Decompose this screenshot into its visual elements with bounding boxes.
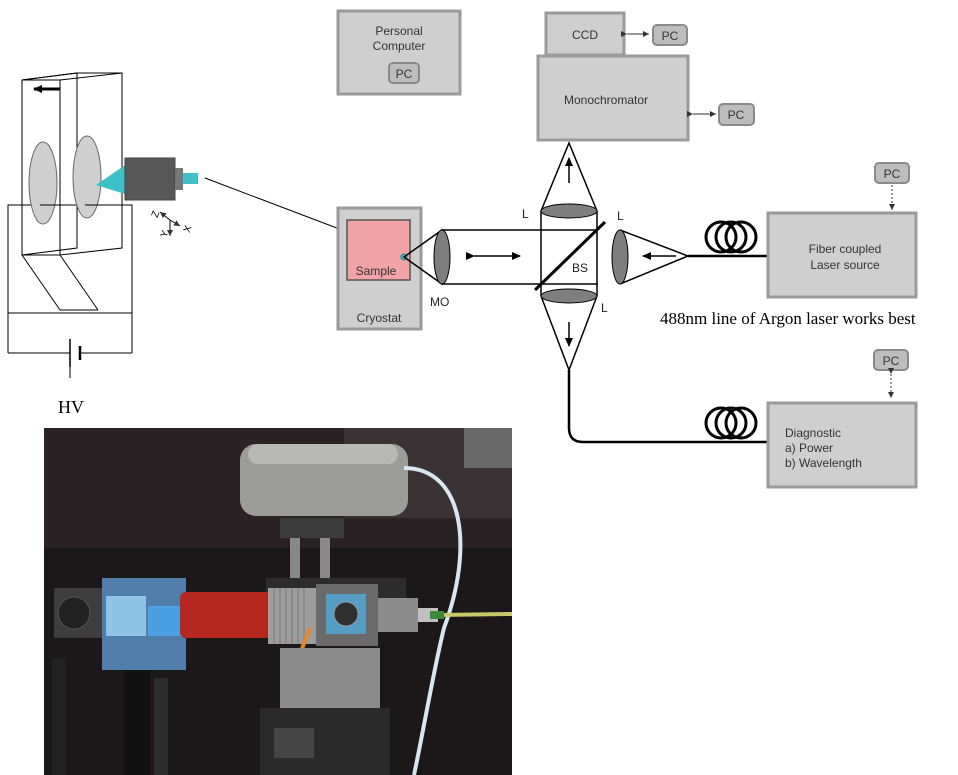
- ccd-pc-label: PC: [662, 29, 679, 43]
- beam-splitter-icon: [533, 220, 607, 292]
- laser-pc-badge: [874, 162, 910, 184]
- sample-area: [346, 219, 411, 281]
- mo-label: MO: [430, 295, 449, 309]
- lens-bottom-label: L: [601, 301, 608, 315]
- personal-computer-line2: Computer: [373, 39, 426, 53]
- optical-path: [402, 141, 768, 444]
- lab-setup-photo: [44, 428, 512, 775]
- diagnostic-box: Diagnostic a) Power b) Wavelength PC: [766, 349, 918, 489]
- electrode-disc-left: [28, 141, 58, 225]
- diagnostic-line2: a) Power: [785, 441, 833, 455]
- sample-holder-sketch: Z X Y HV: [7, 72, 401, 417]
- axes-icon: [159, 211, 181, 236]
- diagnostic-line1: Diagnostic: [785, 426, 841, 440]
- red-objective-icon: [180, 592, 272, 638]
- lens-top-label: L: [522, 207, 529, 221]
- personal-computer-line1: Personal: [375, 24, 422, 38]
- monochromator-box: Monochromator PC: [536, 54, 755, 142]
- laser-caption: 488nm line of Argon laser works best: [660, 309, 916, 328]
- laser-pc-label: PC: [884, 167, 901, 181]
- lens-bottom-icon: [540, 288, 598, 304]
- laser-source-line2: Laser source: [810, 258, 880, 272]
- objective-icon: [124, 157, 176, 201]
- lens-top-icon: [540, 203, 598, 219]
- laser-source-box: Fiber coupled Laser source PC: [766, 162, 918, 299]
- axis-x-label: X: [182, 224, 195, 234]
- electrode-disc-right: [72, 135, 102, 219]
- monochromator-pc-badge: [718, 103, 755, 126]
- axis-z-label: Z: [150, 210, 162, 220]
- axis-y-label: Y: [159, 229, 172, 239]
- ccd-label: CCD: [572, 28, 598, 42]
- cryostat-box: Sample Cryostat: [336, 206, 423, 331]
- diagnostic-pc-label: PC: [883, 354, 900, 368]
- monochromator-label: Monochromator: [564, 93, 648, 107]
- ccd-pc-badge: [652, 24, 688, 46]
- lens-right-icon: [611, 229, 629, 285]
- laser-source-line1: Fiber coupled: [809, 242, 882, 256]
- sample-label: Sample: [356, 264, 397, 278]
- monochromator-pc-label: PC: [728, 108, 745, 122]
- pc-badge: [388, 62, 420, 84]
- fiber-coil-diagnostic-icon: [704, 406, 758, 440]
- ccd-box: CCD PC: [544, 11, 688, 57]
- pc-badge-label: PC: [396, 67, 413, 81]
- hv-label: HV: [58, 397, 84, 417]
- lens-right-label: L: [617, 209, 624, 223]
- personal-computer-box: Personal Computer PC: [336, 9, 462, 96]
- beam-splitter-label: BS: [572, 261, 588, 275]
- mo-lens-icon: [433, 229, 451, 285]
- fiber-coil-laser-icon: [704, 220, 758, 254]
- holder-front-face: [59, 72, 123, 256]
- cryostat-label: Cryostat: [357, 311, 402, 325]
- diagnostic-line3: b) Wavelength: [785, 456, 862, 470]
- objective-tip-icon: [96, 163, 128, 195]
